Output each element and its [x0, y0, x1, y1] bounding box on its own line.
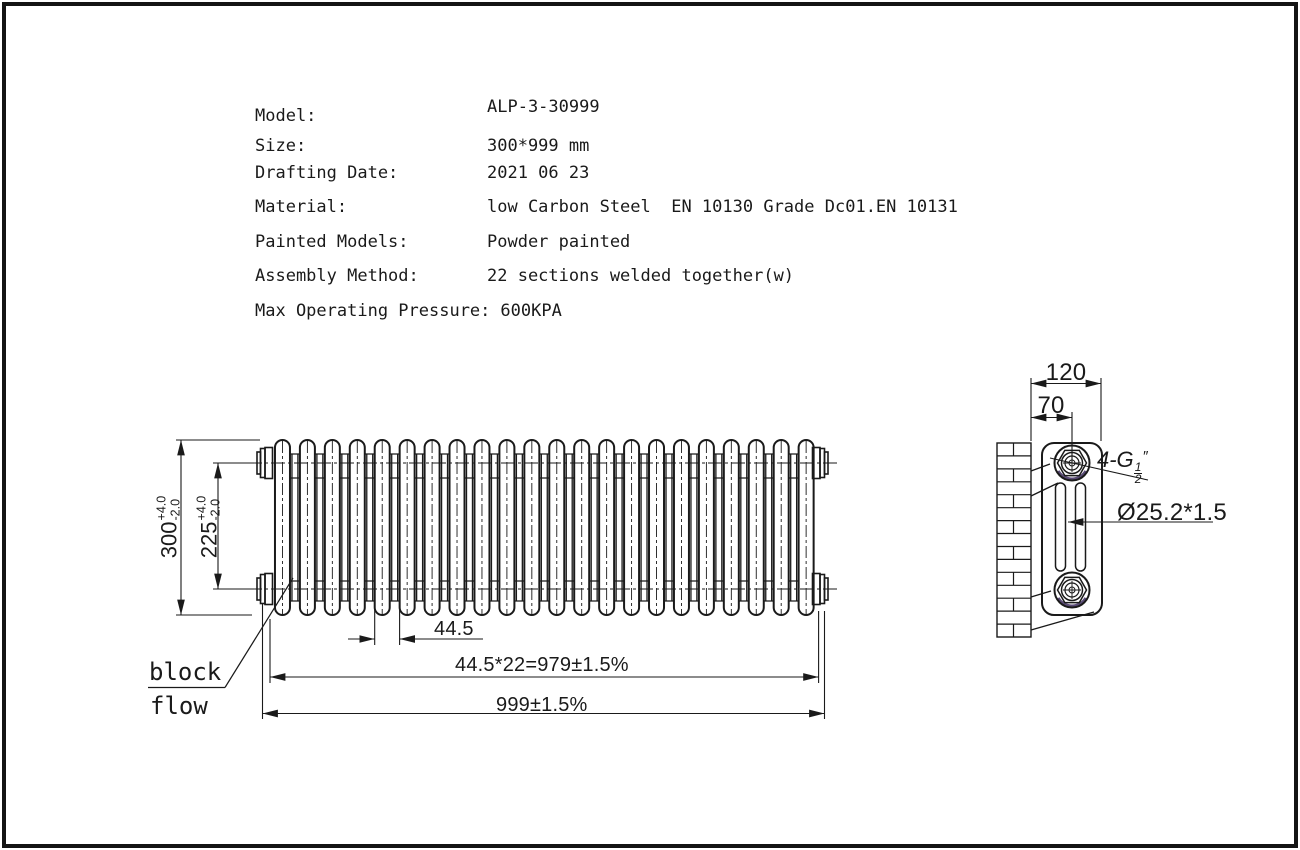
spec-label: Model: [255, 106, 317, 126]
side-view [996, 378, 1213, 638]
right-connection-nipples [811, 446, 829, 606]
left-connection-nipples [256, 446, 274, 606]
dim-section-pitch: 44.5 [434, 618, 474, 640]
side-dimensions [1030, 378, 1102, 463]
spec-label: Size: [255, 136, 307, 156]
thread-text: 4-G [1097, 447, 1134, 472]
label-flow: flow [150, 692, 208, 720]
bottom-boss [1053, 571, 1091, 609]
front-dimensions [176, 439, 826, 719]
tol-minus: -2.0 [168, 498, 182, 521]
front-view [148, 439, 838, 719]
column-slots [1054, 482, 1087, 572]
block-flow-leader [148, 577, 294, 689]
label-block: block [149, 658, 222, 686]
header-centerlines [248, 462, 838, 590]
spec-row-assembly: Assembly Method: 22 sections welded toget… [255, 266, 794, 286]
wall-section [996, 442, 1032, 638]
spec-value: 22 sections welded together(w) [487, 266, 795, 286]
spec-row-painted: Painted Models: Powder painted [255, 232, 630, 252]
dim-value: 300 [156, 521, 181, 559]
wall-brackets [1030, 463, 1095, 631]
thread-unit: ″ [1142, 448, 1148, 465]
tol-plus: +4.0 [154, 495, 169, 521]
dim-overall-length: 999±1.5% [496, 694, 588, 716]
fraction-numerator: 1 [1134, 460, 1142, 474]
dim-centre-height: 225 +4.0-2.0 [194, 495, 223, 559]
spec-value: 300*999 mm [487, 136, 590, 156]
spec-value: 2021 06 23 [487, 163, 590, 183]
spec-row-date: Drafting Date: 2021 06 23 [255, 163, 589, 183]
dim-wall-to-center: 70 [1037, 392, 1065, 419]
spec-value: 600KPA [500, 301, 562, 321]
spec-label: Drafting Date: [255, 163, 399, 183]
spec-label: Material: [255, 197, 348, 217]
spec-value: ALP-3-30999 [487, 97, 600, 117]
thread-leader [1049, 457, 1149, 481]
dim-overall-height: 300 +4.0-2.0 [154, 495, 183, 559]
dim-depth: 120 [1045, 359, 1087, 386]
spec-row-model: Model: ALP-3-30999 [255, 97, 600, 126]
radiator-sections [273, 439, 815, 616]
spec-label: Painted Models: [255, 232, 409, 252]
spec-label: Assembly Method: [255, 266, 419, 286]
tol-plus: +4.0 [194, 495, 209, 521]
spec-value: Powder painted [487, 232, 631, 252]
spec-row-pressure: Max Operating Pressure: 600KPA [255, 301, 562, 321]
dim-value: 225 [196, 521, 221, 559]
tube-spec-label: Ø25.2*1.5 [1117, 499, 1227, 526]
spec-row-material: Material: low Carbon Steel EN 10130 Grade… [255, 197, 958, 217]
fraction-denominator: 2 [1133, 472, 1143, 487]
spec-value: low Carbon Steel EN 10130 Grade Dc01.EN … [487, 197, 958, 217]
spec-label: Max Operating Pressure: [255, 301, 491, 321]
spec-row-size: Size: 300*999 mm [255, 136, 589, 156]
dim-sections-total: 44.5*22=979±1.5% [455, 654, 629, 676]
tol-minus: -2.0 [208, 498, 222, 521]
